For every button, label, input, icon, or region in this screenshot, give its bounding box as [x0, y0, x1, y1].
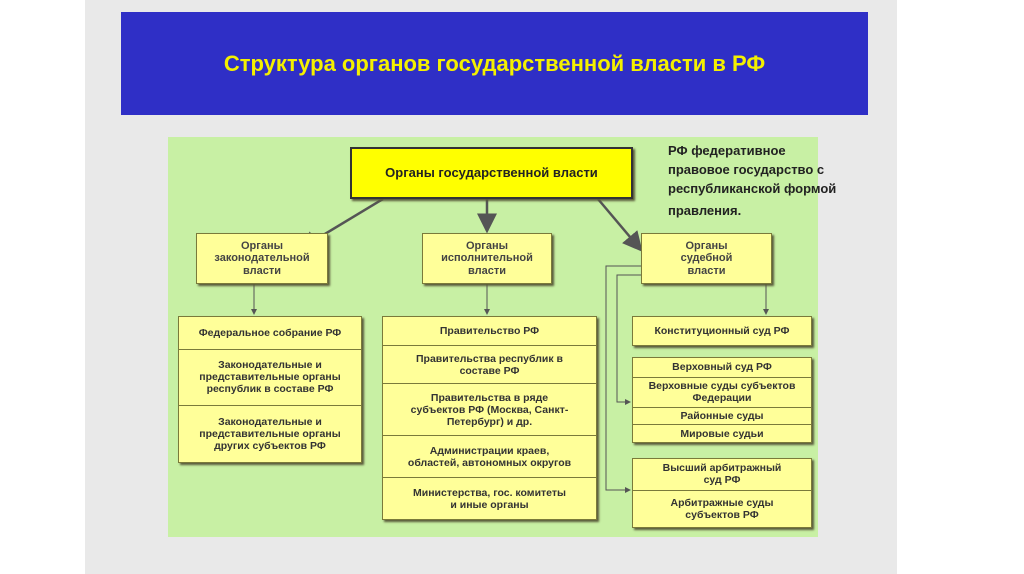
- state-power-box: Органы государственной власти: [350, 147, 633, 199]
- list-item: Правительство РФ: [383, 317, 596, 347]
- list-item: Арбитражные суды субъектов РФ: [670, 496, 774, 521]
- list-item: Районные суды: [633, 408, 811, 426]
- list-item: Верховный суд РФ: [633, 358, 811, 378]
- list-item: Министерства, гос. комитеты и иные орган…: [413, 486, 566, 511]
- title-banner: Структура органов государственной власти…: [121, 12, 868, 115]
- list-item: Законодательные и представительные орган…: [179, 350, 361, 406]
- list-item: Правительства в ряде субъектов РФ (Москв…: [383, 384, 596, 437]
- list-item: Мировые судьи: [680, 427, 764, 440]
- constitutional-court-box: Конституционный суд РФ: [632, 316, 812, 346]
- list-item: Высший арбитражный суд РФ: [633, 459, 811, 491]
- arbitration-courts-list: Высший арбитражный суд РФ Арбитражные су…: [632, 458, 812, 528]
- list-item: Законодательные и представительные орган…: [199, 415, 341, 452]
- executive-list: Правительство РФ Правительства республик…: [382, 316, 597, 520]
- executive-header: Органы исполнительной власти: [422, 233, 552, 284]
- list-item: Верховные суды субъектов Федерации: [633, 378, 811, 409]
- general-courts-list: Верховный суд РФ Верховные суды субъекто…: [632, 357, 812, 443]
- legislative-header: Органы законодательной власти: [196, 233, 328, 284]
- slide-title: Структура органов государственной власти…: [223, 50, 766, 76]
- list-item: Правительства республик в составе РФ: [383, 346, 596, 385]
- judicial-header: Органы судебной власти: [641, 233, 772, 284]
- list-item: Администрации краев, областей, автономны…: [383, 436, 596, 479]
- legislative-list: Федеральное собрание РФ Законодательные …: [178, 316, 362, 463]
- list-item: Федеральное собрание РФ: [179, 317, 361, 351]
- arrow-judicial: [597, 198, 643, 252]
